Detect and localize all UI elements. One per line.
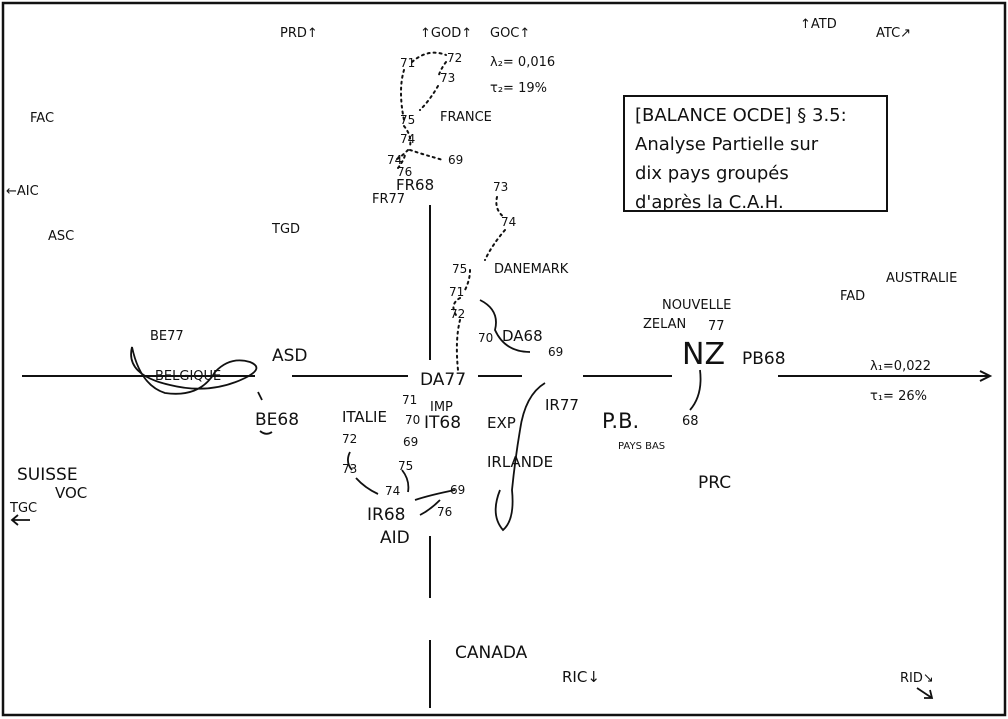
var-fad: FAD [840, 289, 865, 304]
point-pb68: PB68 [742, 349, 786, 369]
analysis-note-box: [BALANCE OCDE] § 3.5: Analyse Partielle … [623, 95, 888, 213]
danemark-trajectory-solid [479, 299, 531, 353]
tgc-arrow-icon [10, 514, 30, 526]
point-fr77: FR77 [372, 192, 405, 207]
lambda1-label: λ₁=0,022 [870, 359, 931, 374]
tau2-label: τ₂= 19% [490, 81, 547, 96]
point-be77: BE77 [150, 329, 184, 344]
belgique-loop [130, 346, 258, 395]
country-italie: ITALIE [342, 408, 387, 426]
year-fr69: 69 [448, 153, 463, 167]
year-da70: 70 [478, 331, 493, 345]
year-da75: 75 [452, 262, 467, 276]
point-be68: BE68 [255, 410, 299, 430]
year-ir76: 76 [437, 505, 452, 519]
point-fr68: FR68 [396, 176, 434, 194]
year-it69: 69 [403, 435, 418, 449]
note-line-3: dix pays groupés [635, 163, 789, 184]
year-ir69: 69 [450, 483, 465, 497]
year-fr74b: 74 [400, 132, 415, 146]
var-atd: ↑ATD [800, 17, 837, 32]
var-goc: GOC↑ [490, 26, 530, 41]
var-imp: IMP [430, 400, 453, 415]
country-paysbas: PAYS BAS [618, 441, 665, 452]
note-line-4: d'après la C.A.H. [635, 192, 784, 213]
year-ir75: 75 [398, 459, 413, 473]
point-ir77: IR77 [545, 396, 579, 414]
year-fr74: 74 [387, 153, 402, 167]
point-ir68: IR68 [367, 505, 405, 525]
irlande-trajectory [494, 382, 546, 532]
year-fr72: 72 [447, 51, 462, 65]
point-nz77: 77 [708, 319, 725, 334]
country-danemark: DANEMARK [494, 262, 569, 277]
france-trajectory [394, 51, 447, 169]
year-da73: 73 [493, 180, 508, 194]
country-nz: NZ [682, 337, 725, 372]
var-atc: ATC↗ [876, 26, 911, 41]
var-aic: ←AIC [6, 184, 39, 199]
country-pb: P.B. [602, 409, 639, 433]
year-fr76: 76 [397, 165, 412, 179]
year-da74: 74 [501, 215, 516, 229]
var-asc: ASC [48, 229, 74, 244]
year-da72: 72 [450, 307, 465, 321]
note-line-1: [BALANCE OCDE] § 3.5: [635, 105, 847, 126]
var-exp: EXP [487, 414, 516, 432]
var-rid: RID↘ [900, 671, 934, 686]
year-it73: 73 [342, 462, 357, 476]
var-prd: PRD↑ [280, 26, 318, 41]
year-fr71: 71 [400, 56, 415, 70]
country-australie: AUSTRALIE [886, 271, 957, 286]
country-irlande: IRLANDE [487, 453, 553, 471]
year-it72: 72 [342, 432, 357, 446]
year-fr73: 73 [440, 71, 455, 85]
country-suisse: SUISSE [17, 465, 78, 485]
country-belgique: BELGIQUE [155, 369, 221, 384]
note-line-2: Analyse Partielle sur [635, 134, 819, 155]
year-da69: 69 [548, 345, 563, 359]
lambda2-label: λ₂= 0,016 [490, 55, 555, 70]
var-tgc: TGC [9, 501, 37, 516]
axis-1-arrowhead [979, 370, 993, 382]
var-fac: FAC [30, 111, 54, 126]
year-it71: 71 [402, 393, 417, 407]
rid-arrow-icon [916, 687, 934, 699]
var-prc: PRC [698, 473, 731, 493]
var-ric: RIC↓ [562, 668, 600, 686]
country-nouvelle-line1: NOUVELLE [662, 298, 731, 313]
italie-trajectory [347, 451, 456, 516]
danemark-trajectory-dotted [452, 196, 506, 371]
var-god: ↑GOD↑ [420, 26, 472, 41]
var-tgd: TGD [271, 222, 300, 237]
year-it70: 70 [405, 413, 420, 427]
country-canada: CANADA [455, 643, 528, 663]
country-france: FRANCE [440, 110, 492, 125]
var-voc: VOC [55, 484, 87, 502]
point-pb-68: 68 [682, 414, 699, 429]
year-ir74: 74 [385, 484, 400, 498]
point-da77: DA77 [420, 370, 466, 390]
year-fr75: 75 [400, 113, 415, 127]
var-asd: ASD [272, 346, 308, 366]
be68-link [257, 391, 273, 435]
point-da68: DA68 [502, 327, 543, 345]
year-da71: 71 [449, 285, 464, 299]
tau1-label: τ₁= 26% [870, 389, 927, 404]
point-it68: IT68 [424, 413, 461, 433]
var-aid: AID [380, 528, 410, 548]
nz-pb-link [689, 369, 702, 411]
country-nouvelle-line2: ZELAN [643, 317, 686, 332]
